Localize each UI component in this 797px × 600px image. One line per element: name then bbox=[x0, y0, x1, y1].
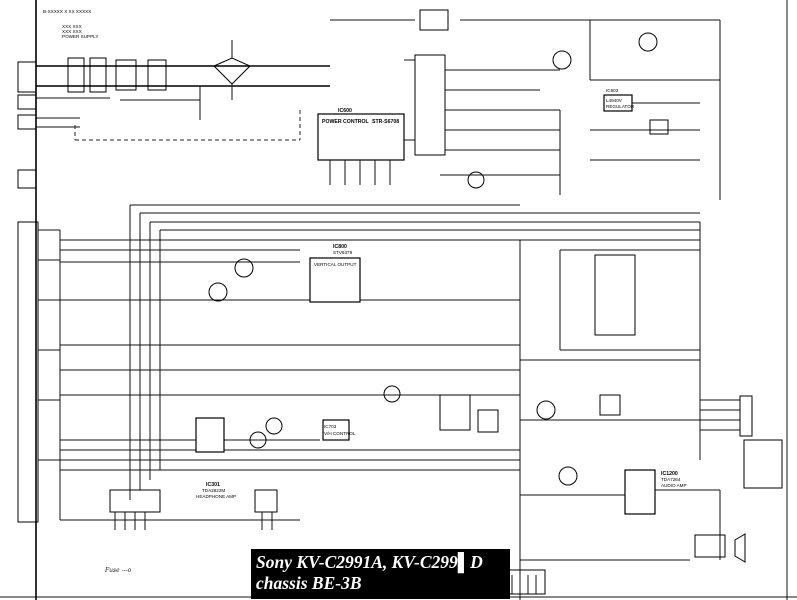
regulator-title: REGULATOR bbox=[606, 104, 635, 109]
handwritten-note: Fuse ---o bbox=[104, 567, 132, 574]
audio-amp-section: IC1200 TDA7264 AUDIO AMP bbox=[504, 469, 746, 595]
regulator-section: IC602 L4940V REGULATOR bbox=[590, 20, 721, 200]
ic703-title: V/H CONTROL bbox=[324, 431, 356, 436]
audio-ic-name: IC1200 bbox=[661, 471, 678, 477]
hp-ic-title: HEADPHONE AMP bbox=[196, 494, 236, 499]
headphone-amp-section: IC301 TDA2822M HEADPHONE AMP Fuse ---o bbox=[60, 417, 300, 574]
caption-model-line: Sony KV-C2991A, KV-C299▌D bbox=[256, 552, 483, 572]
power-ic-part: STR-S6708 bbox=[372, 119, 399, 125]
power-ic-name: IC600 bbox=[338, 108, 352, 114]
power-ic-title: POWER CONTROL bbox=[322, 119, 370, 125]
caption-chassis-line: chassis BE-3B bbox=[256, 573, 362, 593]
schematic-caption: Sony KV-C2991A, KV-C299▌D chassis BE-3B bbox=[251, 549, 510, 599]
note-top: B-XXXXX X XX XXXXX bbox=[43, 9, 91, 14]
audio-ic-part: TDA7264 bbox=[661, 477, 681, 482]
regulator-name: IC602 bbox=[606, 88, 619, 93]
vert-ic-name: IC800 bbox=[333, 244, 347, 250]
power-control-section: IC600 POWER CONTROL STR-S6708 bbox=[317, 9, 720, 195]
vert-ic-title: VERTICAL OUTPUT bbox=[314, 262, 357, 267]
hp-ic-part: TDA2822M bbox=[202, 488, 225, 493]
vert-ic-part: STV9379 bbox=[333, 250, 353, 255]
supply-note-1: XXX XXX bbox=[62, 24, 82, 29]
supply-note-3: POWER SUPPLY bbox=[62, 34, 98, 39]
hp-ic-name: IC301 bbox=[206, 482, 220, 488]
ic703-name: IC703 bbox=[324, 424, 337, 429]
signal-bus bbox=[17, 204, 700, 600]
audio-ic-title: AUDIO AMP bbox=[661, 483, 687, 488]
deflection-section: IC800 STV9379 VERTICAL OUTPUT IC703 V/H … bbox=[208, 222, 783, 489]
supply-note-2: XXX XXX bbox=[62, 29, 82, 34]
regulator-part: L4940V bbox=[606, 98, 623, 103]
ac-input-section: B-XXXXX X XX XXXXX XXX XXX XXX XXX POWER… bbox=[17, 9, 330, 189]
